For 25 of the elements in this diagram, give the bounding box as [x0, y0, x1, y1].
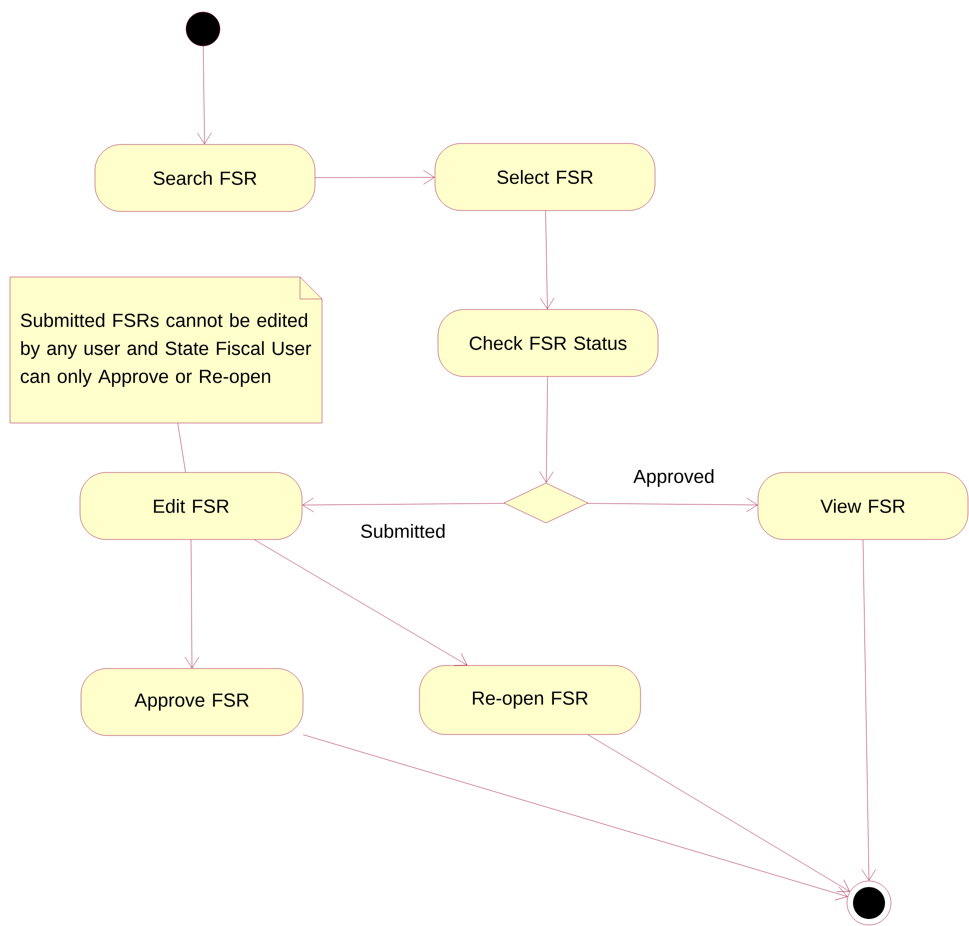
arrow: [587, 498, 758, 512]
activity-box: Select FSR: [434, 143, 656, 211]
connector-line: [178, 423, 186, 472]
arrow: [303, 734, 848, 900]
arrow: [588, 734, 850, 892]
arrow: [302, 498, 505, 512]
arrow: [254, 540, 468, 666]
activity-box: Edit FSR: [80, 472, 302, 540]
activity-box: Search FSR: [94, 144, 316, 212]
arrow: [197, 46, 212, 144]
activity-box: Re-open FSR: [419, 665, 641, 735]
edge-label: Submitted: [359, 523, 447, 539]
start-dot: [186, 12, 220, 46]
end-marker: [846, 880, 892, 926]
arrow: [539, 376, 554, 483]
arrow: [315, 170, 435, 185]
activity-box: View FSR: [758, 472, 968, 540]
edge-label: Approved: [632, 468, 716, 488]
note-box: Submitted FSRs cannot be edited by any user and State Fiscal User can only Approve or Re-open: [10, 276, 322, 424]
activity-box: Approve FSR: [80, 668, 304, 736]
arrow: [540, 210, 554, 310]
arrow: [184, 540, 200, 668]
activity-box: Check FSR Status: [438, 309, 658, 377]
decision-diamond: [504, 482, 588, 524]
arrow: [862, 540, 876, 881]
